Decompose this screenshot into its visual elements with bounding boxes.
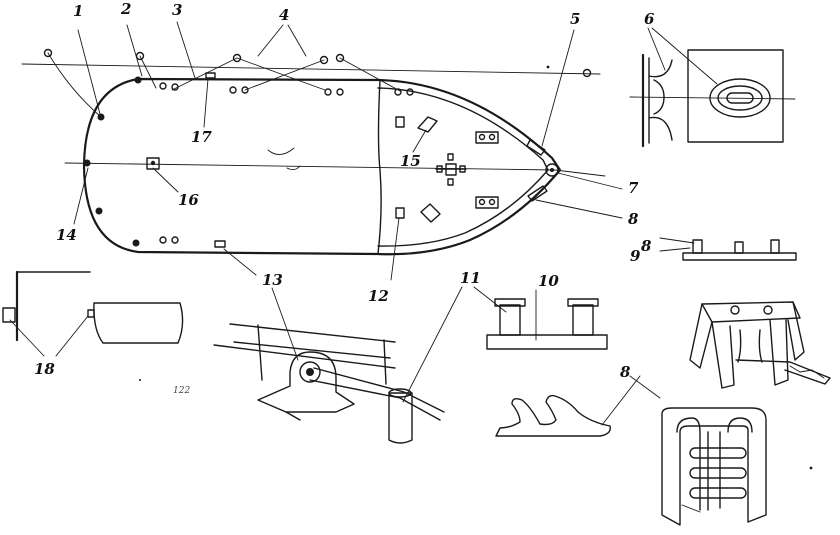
label-12: 12 <box>368 287 389 305</box>
deck-division <box>377 79 382 255</box>
label-10: 10 <box>538 272 559 290</box>
detail-chock-isometric <box>689 301 831 389</box>
deck-plan <box>21 21 623 281</box>
label-14: 14 <box>56 226 77 244</box>
label-6: 6 <box>644 10 655 28</box>
fitting-16 <box>146 157 160 170</box>
label-3: 3 <box>172 1 182 19</box>
label-4: 4 <box>279 6 289 24</box>
label-2: 2 <box>120 0 131 18</box>
detail-open-chock <box>495 375 661 437</box>
label-9: 9 <box>630 247 641 265</box>
deck-mark <box>267 147 295 155</box>
bollards-top <box>159 82 414 96</box>
detail-18-panel <box>2 270 184 357</box>
label-11: 11 <box>460 269 481 287</box>
fairleads-stern <box>83 76 142 247</box>
bow-fittings <box>395 116 559 223</box>
label-17: 17 <box>191 128 212 146</box>
centre-line <box>64 162 556 171</box>
fitting-13-plan <box>214 240 226 248</box>
label-16: 16 <box>178 191 199 209</box>
detail-13-roller-chock <box>213 286 463 444</box>
hull-outline <box>82 77 562 256</box>
label-1: 1 <box>73 2 83 20</box>
label-13: 13 <box>262 271 283 289</box>
bollards-bottom <box>159 236 179 244</box>
label-8-detail: 8 <box>620 363 631 381</box>
detail-oval-fairlead <box>629 27 796 148</box>
mooring-ring-1 <box>43 48 53 58</box>
detail-chock-front <box>661 407 767 526</box>
mooring-line-top <box>21 63 601 75</box>
detail-double-bollard <box>473 286 608 350</box>
label-5: 5 <box>570 10 580 28</box>
label-18: 18 <box>34 360 55 378</box>
label-7: 7 <box>628 179 639 197</box>
bulwark-line <box>377 87 549 247</box>
fitting-17 <box>205 72 216 79</box>
label-15: 15 <box>400 152 421 170</box>
detail-bollard-row <box>659 237 797 261</box>
label-8-chock: 8 <box>641 237 652 255</box>
label-8-plan: 8 <box>628 210 639 228</box>
small-caption: 122 <box>173 386 190 396</box>
